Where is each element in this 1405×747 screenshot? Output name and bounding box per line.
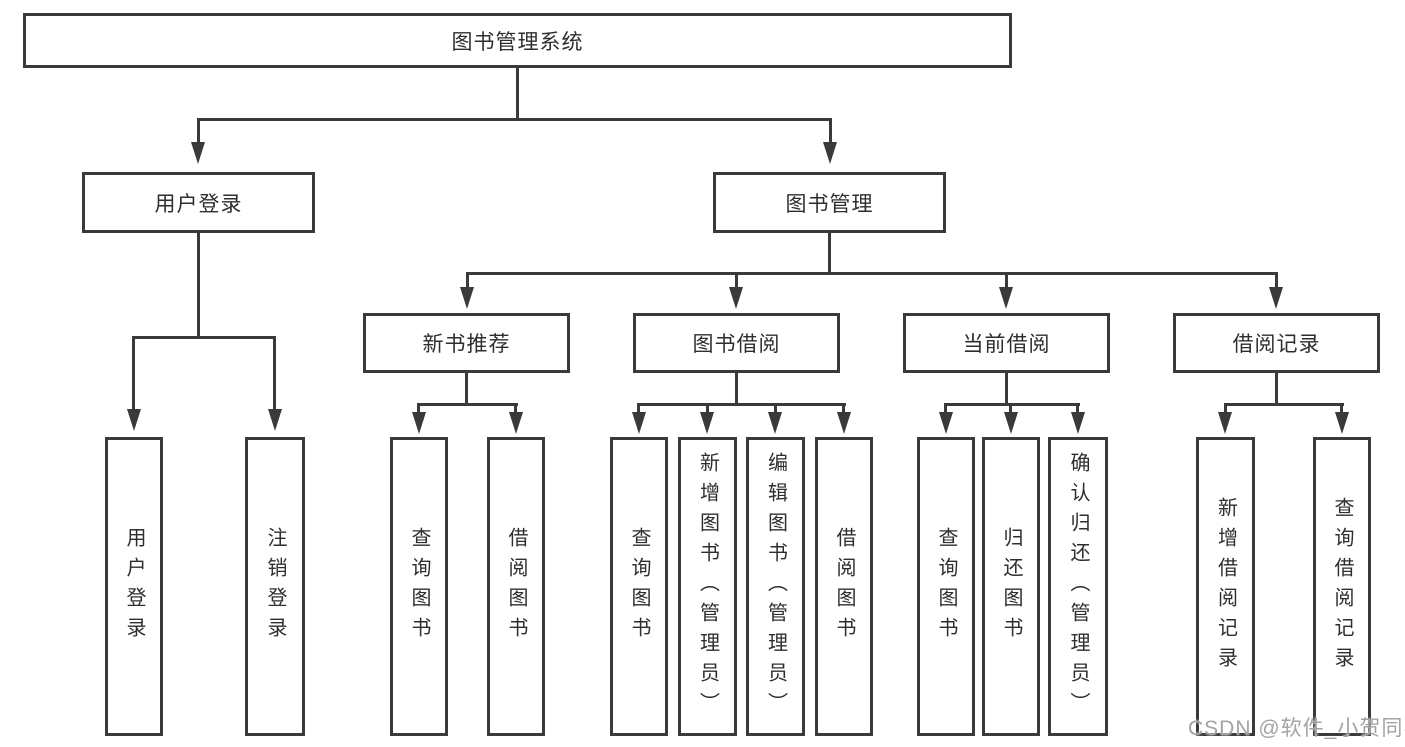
leaf-label: 用户登录 [123, 526, 145, 647]
connector-line [637, 403, 846, 406]
connector-line [465, 371, 468, 405]
leaf-borrow-borrow-books: 借阅图书 [815, 437, 873, 736]
leaf-borrow-edit-books-admin: 编辑图书（管理员） [746, 437, 805, 736]
arrowhead-down-icon [412, 412, 426, 434]
arrowhead-down-icon [191, 142, 205, 164]
connector-line [1005, 272, 1008, 289]
leaf-borrow-add-books-admin: 新增图书（管理员） [678, 437, 737, 736]
node-current-borrow: 当前借阅 [903, 313, 1110, 373]
node-book-management: 图书管理 [713, 172, 946, 233]
connector-line [466, 272, 469, 289]
leaf-label: 查询图书 [935, 526, 957, 647]
leaf-current-confirm-return-admin: 确认归还（管理员） [1048, 437, 1108, 736]
connector-line [1076, 403, 1079, 413]
leaf-label: 查询图书 [408, 526, 430, 647]
connector-line [828, 231, 831, 274]
connector-line [417, 403, 420, 413]
csdn-watermark: CSDN @软件_小贺同学 [1188, 717, 1405, 740]
connector-line [706, 403, 709, 413]
arrowhead-down-icon [1071, 412, 1085, 434]
connector-line [1005, 371, 1008, 405]
leaf-records-add-record: 新增借阅记录 [1196, 437, 1255, 736]
connector-line [1275, 371, 1278, 405]
connector-line [944, 403, 1080, 406]
arrowhead-down-icon [999, 287, 1013, 309]
connector-line [1224, 403, 1227, 413]
connector-line [842, 403, 845, 413]
leaf-label: 注销登录 [264, 526, 286, 647]
arrowhead-down-icon [1335, 412, 1349, 434]
node-label: 图书借阅 [692, 333, 781, 356]
connector-line [774, 403, 777, 413]
arrowhead-down-icon [127, 409, 141, 431]
connector-line [1340, 403, 1343, 413]
arrowhead-down-icon [939, 412, 953, 434]
leaf-label: 新增借阅记录 [1214, 496, 1237, 677]
connector-line [132, 336, 135, 411]
connector-line [197, 118, 200, 144]
leaf-records-query-record: 查询借阅记录 [1313, 437, 1371, 736]
connector-line [132, 336, 276, 339]
connector-line [273, 336, 276, 411]
connector-line [466, 272, 1278, 275]
leaf-newbook-borrow-books: 借阅图书 [487, 437, 545, 736]
leaf-label: 查询图书 [628, 526, 650, 647]
leaf-label: 确认归还（管理员） [1067, 451, 1089, 722]
node-user-login: 用户登录 [82, 172, 315, 233]
leaf-logout: 注销登录 [245, 437, 305, 736]
leaf-current-query-books: 查询图书 [917, 437, 975, 736]
connector-line [829, 118, 832, 144]
arrowhead-down-icon [823, 142, 837, 164]
connector-line [637, 403, 640, 413]
connector-line [514, 403, 517, 413]
arrowhead-down-icon [768, 412, 782, 434]
leaf-label: 归还图书 [1000, 526, 1022, 647]
leaf-label: 新增图书（管理员） [696, 451, 719, 722]
node-label: 图书管理 [785, 192, 874, 216]
arrowhead-down-icon [268, 409, 282, 431]
leaf-label: 借阅图书 [833, 526, 855, 647]
connector-line [1224, 403, 1344, 406]
leaf-label: 查询借阅记录 [1331, 496, 1353, 677]
node-book-borrow: 图书借阅 [633, 313, 840, 373]
node-label: 当前借阅 [962, 333, 1051, 356]
node-label: 用户登录 [154, 192, 243, 216]
leaf-user-login: 用户登录 [105, 437, 163, 736]
connector-line [197, 231, 200, 338]
connector-line [735, 371, 738, 405]
connector-line [197, 118, 832, 121]
node-label: 借阅记录 [1232, 333, 1321, 356]
arrowhead-down-icon [1004, 412, 1018, 434]
leaf-borrow-query-books: 查询图书 [610, 437, 668, 736]
connector-line [1275, 272, 1278, 289]
connector-line [417, 403, 518, 406]
leaf-label: 借阅图书 [505, 526, 527, 647]
node-label: 图书管理系统 [451, 30, 584, 54]
leaf-current-return-books: 归还图书 [982, 437, 1040, 736]
node-label: 新书推荐 [422, 333, 511, 356]
arrowhead-down-icon [1269, 287, 1283, 309]
arrowhead-down-icon [632, 412, 646, 434]
connector-line [516, 66, 519, 119]
arrowhead-down-icon [729, 287, 743, 309]
node-borrow-records: 借阅记录 [1173, 313, 1380, 373]
connector-line [944, 403, 947, 413]
leaf-newbook-query-books: 查询图书 [390, 437, 448, 736]
arrowhead-down-icon [700, 412, 714, 434]
connector-line [1009, 403, 1012, 413]
arrowhead-down-icon [1218, 412, 1232, 434]
node-library-management-system: 图书管理系统 [23, 13, 1012, 68]
arrowhead-down-icon [837, 412, 851, 434]
connector-line [735, 272, 738, 289]
leaf-label: 编辑图书（管理员） [764, 451, 787, 722]
arrowhead-down-icon [460, 287, 474, 309]
node-new-book-recommend: 新书推荐 [363, 313, 570, 373]
arrowhead-down-icon [509, 412, 523, 434]
